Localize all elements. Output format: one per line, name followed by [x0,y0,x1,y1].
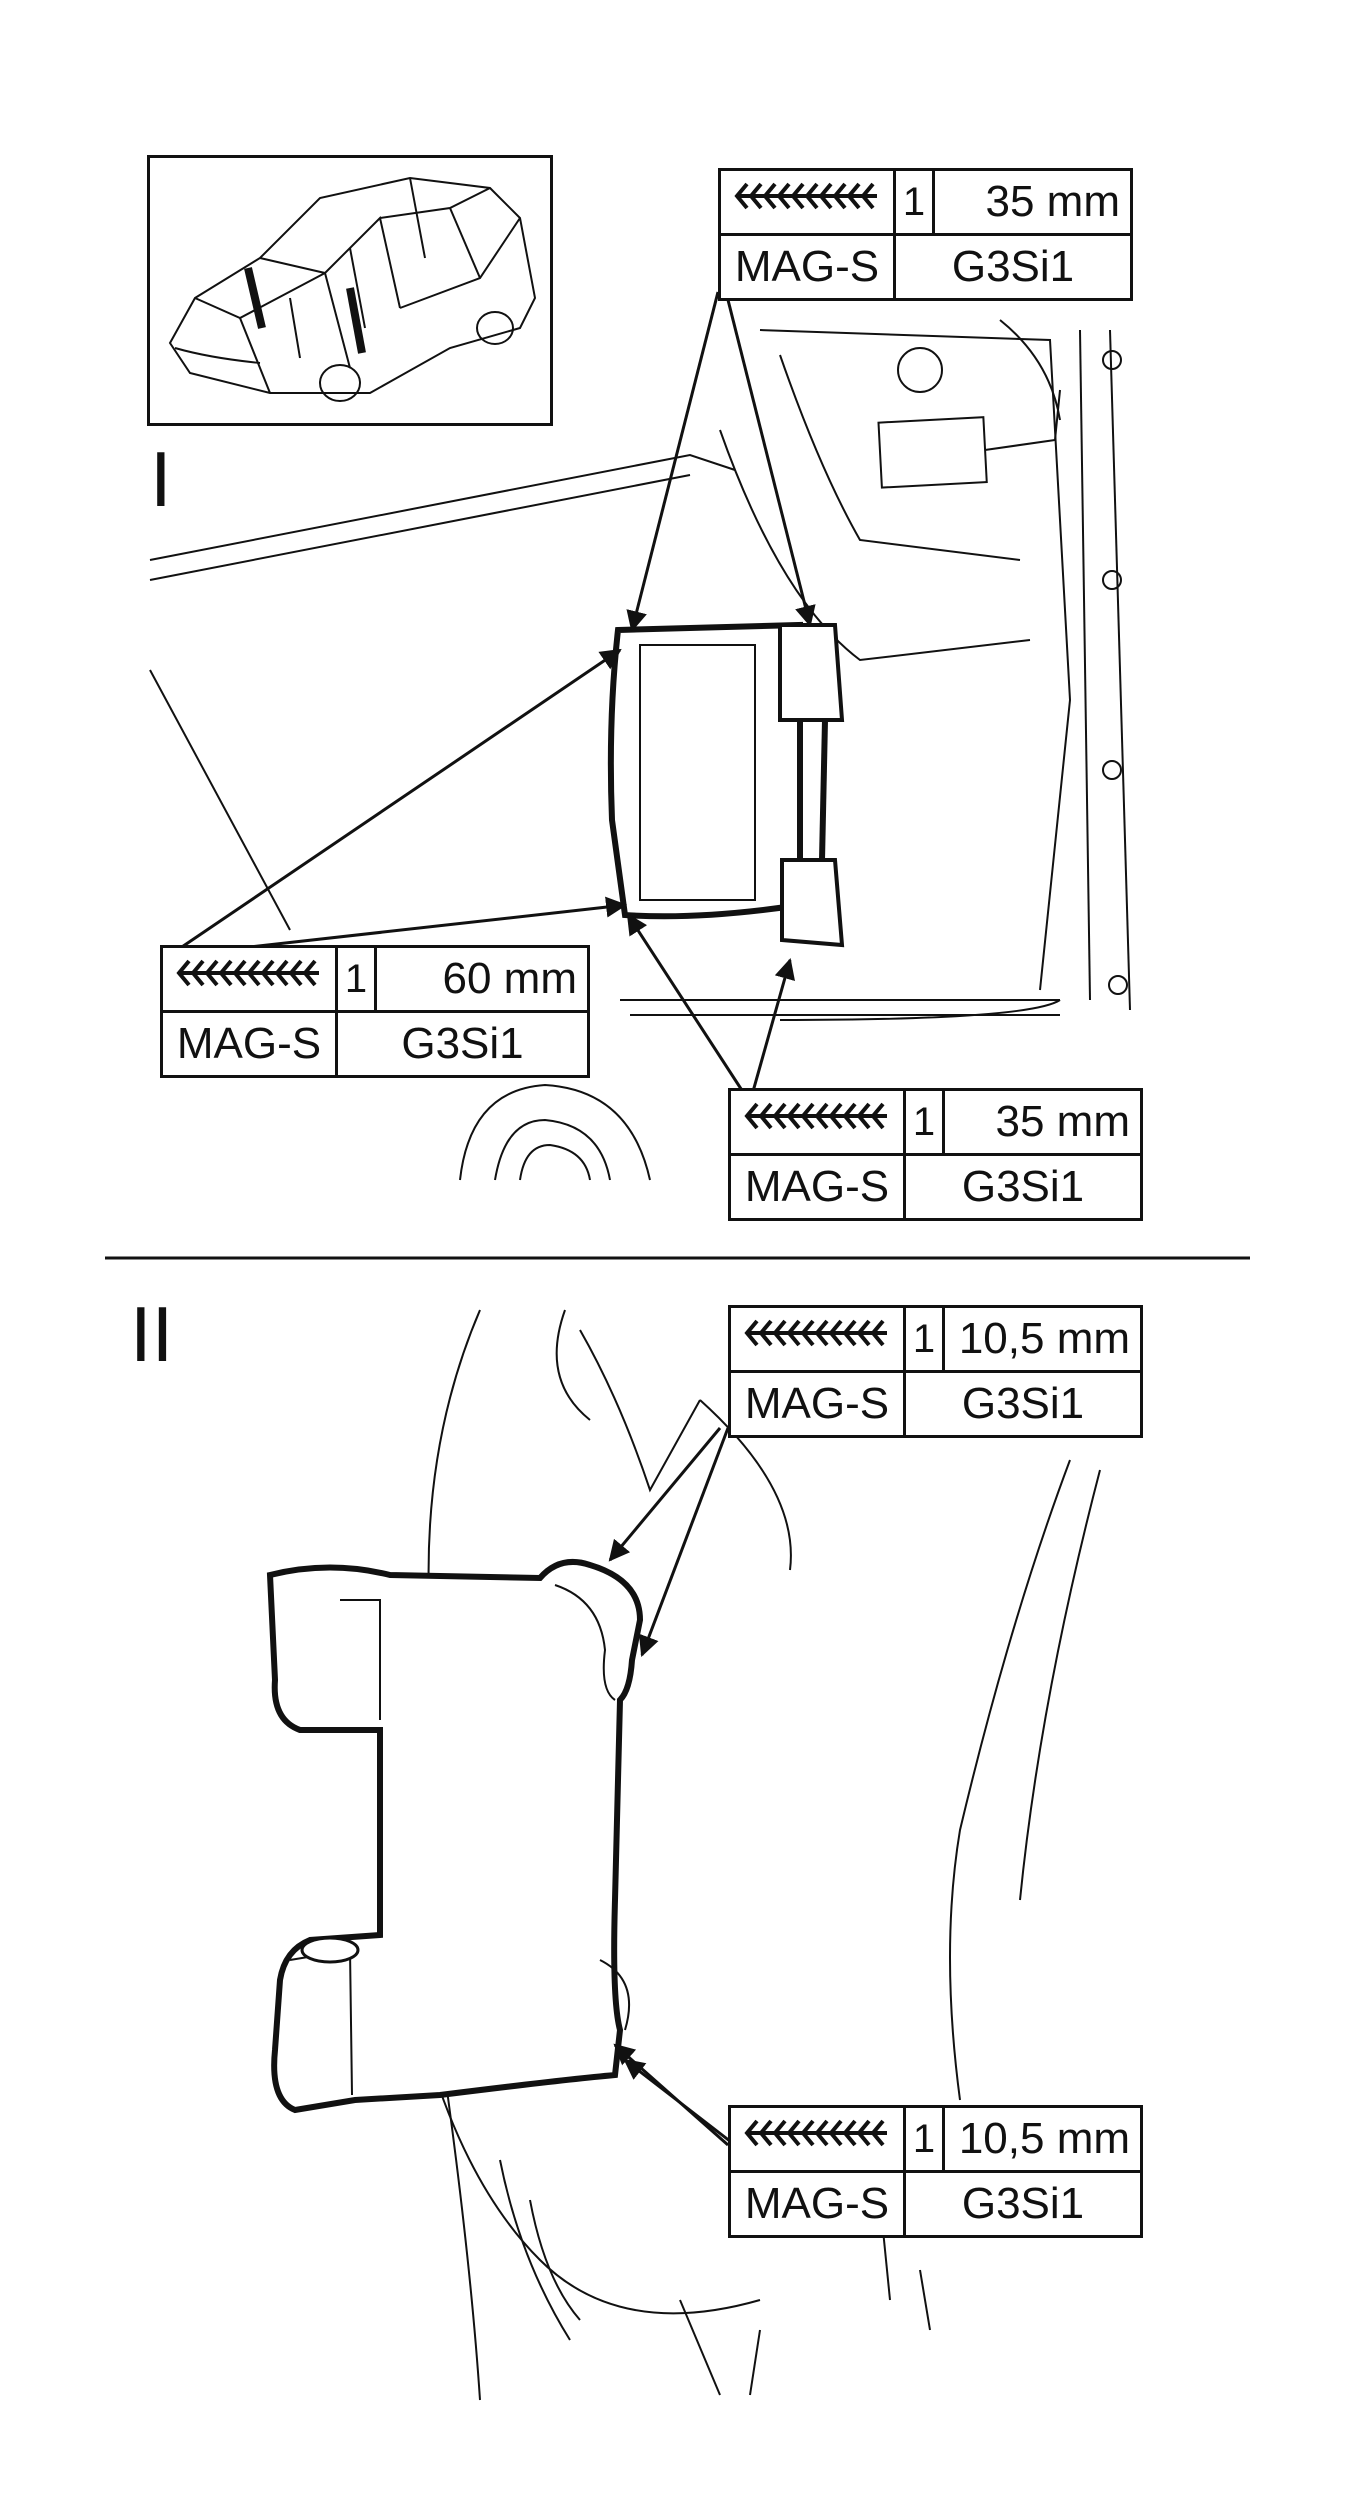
section-one-body-outline [149,319,1131,1181]
weld-length: 10,5 mm [942,2105,1143,2173]
weld-count: 1 [903,1305,945,1373]
weld-length: 10,5 mm [942,1305,1143,1373]
weld-spec-table: 1 10,5 mm MAG-S G3Si1 [728,1305,1143,1438]
section-two-hinge [266,1559,644,2114]
weld-spec-table: 1 60 mm MAG-S G3Si1 [160,945,590,1078]
section-two-label: II [130,1290,174,1378]
weld-spec-table: 1 10,5 mm MAG-S G3Si1 [728,2105,1143,2238]
weld-length: 60 mm [374,945,590,1013]
car-body-icon [168,176,537,402]
weld-spec-table: 1 35 mm MAG-S G3Si1 [718,168,1133,301]
fillet-weld-symbol-icon [160,945,338,1013]
weld-wire: G3Si1 [903,2170,1143,2238]
weld-process: MAG-S [718,233,896,301]
weld-count: 1 [893,168,935,236]
weld-wire: G3Si1 [893,233,1133,301]
weld-count: 1 [335,945,377,1013]
section-one-hinge-plate [607,621,845,948]
weld-process: MAG-S [728,1370,906,1438]
weld-process: MAG-S [728,1153,906,1221]
weld-process: MAG-S [728,2170,906,2238]
weld-process: MAG-S [160,1010,338,1078]
section-two-leader-arrows [608,1427,736,2147]
weld-length: 35 mm [942,1088,1143,1156]
weld-count: 1 [903,1088,945,1156]
weld-count: 1 [903,2105,945,2173]
section-one-label: I [150,435,172,523]
fillet-weld-symbol-icon [728,1088,906,1156]
weld-spec-table: 1 35 mm MAG-S G3Si1 [728,1088,1143,1221]
weld-wire: G3Si1 [903,1153,1143,1221]
weld-wire: G3Si1 [903,1370,1143,1438]
fillet-weld-symbol-icon [728,1305,906,1373]
weld-wire: G3Si1 [335,1010,590,1078]
fillet-weld-symbol-icon [728,2105,906,2173]
fillet-weld-symbol-icon [718,168,896,236]
vehicle-locator-thumbnail [147,155,553,426]
weld-length: 35 mm [932,168,1133,236]
